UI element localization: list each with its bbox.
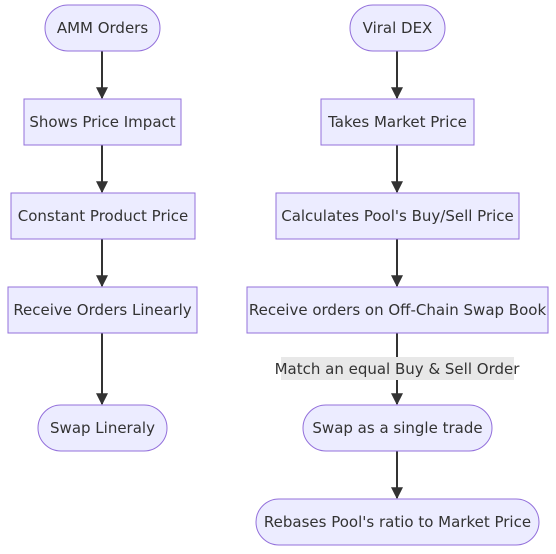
edge-label-text: Match an equal Buy & Sell Order	[275, 360, 521, 378]
node-swap-lineraly: Swap Lineraly	[37, 404, 168, 452]
node-receive-orders-swap-book-label: Receive orders on Off-Chain Swap Book	[249, 301, 547, 319]
node-takes-market-price-label: Takes Market Price	[327, 113, 467, 131]
node-calculates-pool-price-label: Calculates Pool's Buy/Sell Price	[281, 207, 514, 225]
node-viral-dex-label: Viral DEX	[363, 19, 433, 37]
node-receive-orders-linearly: Receive Orders Linearly	[7, 286, 198, 334]
node-shows-price-impact: Shows Price Impact	[23, 98, 182, 146]
node-constant-product-price: Constant Product Price	[10, 192, 196, 240]
node-rebases-pool-ratio-label: Rebases Pool's ratio to Market Price	[264, 513, 531, 531]
node-amm-orders: AMM Orders	[44, 4, 161, 52]
node-swap-single-trade: Swap as a single trade	[302, 404, 493, 452]
node-receive-orders-swap-book: Receive orders on Off-Chain Swap Book	[246, 286, 549, 334]
node-rebases-pool-ratio: Rebases Pool's ratio to Market Price	[255, 498, 540, 546]
node-constant-product-price-label: Constant Product Price	[18, 207, 189, 225]
node-viral-dex: Viral DEX	[349, 4, 446, 52]
node-swap-single-trade-label: Swap as a single trade	[312, 419, 482, 437]
node-takes-market-price: Takes Market Price	[320, 98, 475, 146]
edge-label-match-order: Match an equal Buy & Sell Order	[275, 357, 521, 380]
node-receive-orders-linearly-label: Receive Orders Linearly	[13, 301, 191, 319]
node-amm-orders-label: AMM Orders	[57, 19, 149, 37]
node-calculates-pool-price: Calculates Pool's Buy/Sell Price	[275, 192, 520, 240]
node-shows-price-impact-label: Shows Price Impact	[29, 113, 175, 131]
node-swap-lineraly-label: Swap Lineraly	[50, 419, 155, 437]
